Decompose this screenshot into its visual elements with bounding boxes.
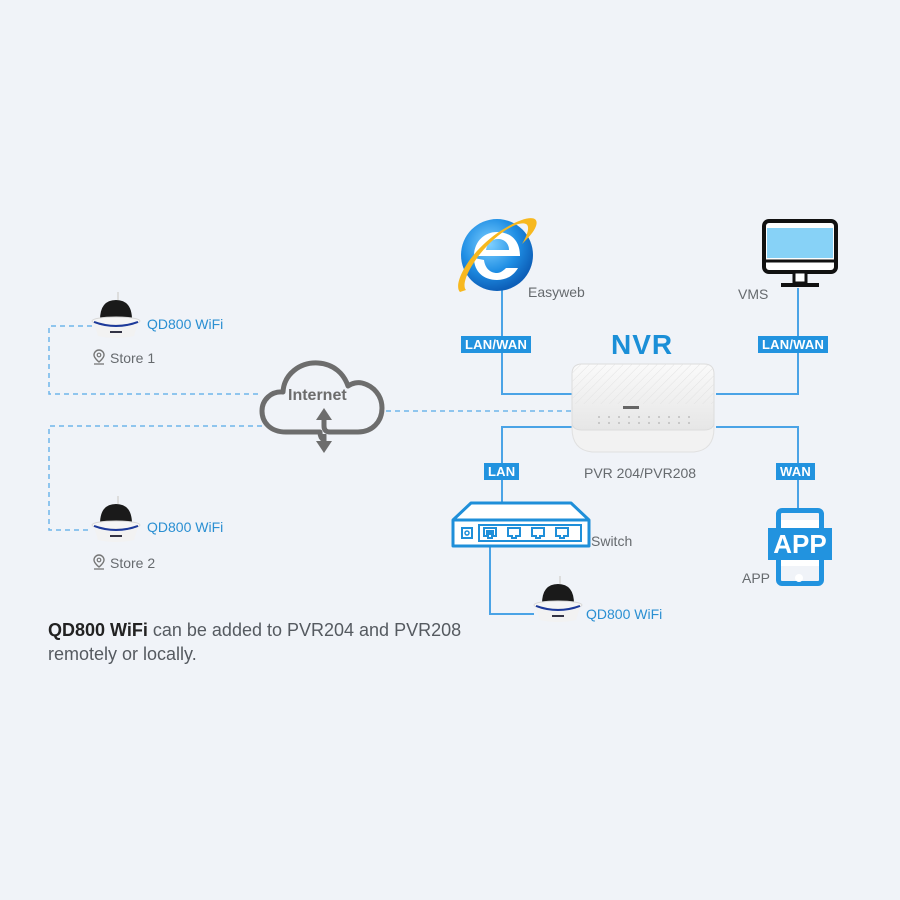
store1-dashed-link	[48, 325, 262, 395]
vms-link-tag: LAN/WAN	[758, 336, 829, 353]
local-camera-label: QD800 WiFi	[586, 606, 663, 622]
vms-link	[716, 288, 799, 395]
nvr-title: NVR	[611, 329, 674, 360]
monitor-icon	[762, 219, 838, 287]
caption: QD800 WiFi can be added to PVR204 and PV…	[48, 618, 508, 666]
remote-site-store1: QD800 WiFi Store 1	[88, 292, 248, 372]
cloud-icon	[259, 360, 385, 453]
vms-label: VMS	[738, 286, 769, 302]
store2-camera-label: QD800 WiFi	[147, 519, 224, 535]
app-icon-text: APP	[773, 529, 827, 559]
map-pin-icon	[93, 554, 105, 570]
easyweb-node: Easyweb	[452, 210, 602, 310]
easyweb-link	[501, 290, 572, 395]
store1-camera-label: QD800 WiFi	[147, 316, 224, 332]
internet-explorer-icon	[458, 218, 537, 292]
caption-line2: remotely or locally.	[48, 644, 197, 664]
map-pin-icon	[93, 349, 105, 365]
store1-location-label: Store 1	[110, 350, 156, 366]
smartphone-app-icon: APP	[768, 508, 832, 586]
switch-label: Switch	[591, 533, 633, 549]
caption-product: QD800 WiFi	[48, 620, 148, 640]
switch-link-tag: LAN	[484, 463, 520, 480]
network-switch-icon	[451, 501, 591, 548]
dome-camera-icon	[91, 496, 141, 542]
store2-dashed-link	[48, 425, 262, 531]
easyweb-link-tag: LAN/WAN	[461, 336, 532, 353]
internet-label: Internet	[288, 387, 347, 404]
internet-node: Internet	[258, 356, 388, 456]
app-link	[716, 426, 799, 510]
store2-location-label: Store 2	[110, 555, 156, 571]
local-camera-link	[489, 538, 534, 615]
vms-node: VMS	[735, 218, 845, 308]
dome-camera-icon	[91, 292, 141, 338]
easyweb-label: Easyweb	[528, 284, 585, 300]
nvr-model-label: PVR 204/PVR208	[584, 465, 697, 481]
caption-line1: can be added to PVR204 and PVR208	[147, 620, 462, 640]
remote-site-store2: QD800 WiFi Store 2	[88, 496, 248, 576]
nvr-device-icon	[571, 363, 715, 453]
app-label: APP	[742, 570, 771, 586]
dome-camera-icon	[533, 576, 583, 622]
app-link-tag: WAN	[776, 463, 815, 480]
